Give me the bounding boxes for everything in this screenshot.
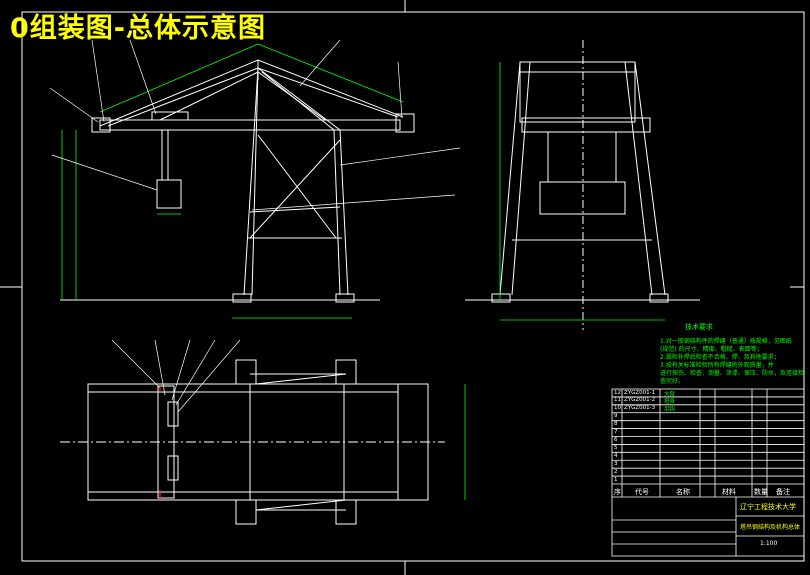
plan-leader-1 bbox=[111, 339, 161, 389]
tb-row-seq: 9 bbox=[614, 413, 618, 420]
footing-left bbox=[232, 293, 252, 303]
tb-rows bbox=[612, 396, 804, 477]
left-end-block bbox=[91, 117, 111, 133]
plan-trolley-part-2 bbox=[167, 455, 179, 481]
tb-row-code: ZYGZ001-2 bbox=[624, 397, 656, 404]
plan-view bbox=[60, 359, 445, 525]
tb-row-seq: 6 bbox=[614, 437, 618, 443]
side-view bbox=[465, 40, 700, 330]
tower-leg-right-outer bbox=[257, 67, 349, 296]
tb-header-material: 材料 bbox=[722, 488, 736, 496]
tb-row-name: 塔身 bbox=[664, 399, 676, 406]
side-dimensions bbox=[499, 62, 665, 321]
plan-leader-2 bbox=[154, 339, 166, 396]
plan-post-bl bbox=[235, 499, 257, 525]
plan-truss-top bbox=[250, 373, 347, 385]
tech-line-5: 进行探伤、检查、测量、涂漆、保压、防水，及连接检 bbox=[660, 370, 805, 377]
main-girder bbox=[99, 119, 401, 131]
side-top-frame bbox=[519, 61, 636, 123]
leader-1 bbox=[49, 87, 99, 123]
side-footing-right bbox=[649, 293, 669, 303]
tb-header-seq: 序 bbox=[614, 488, 621, 496]
tb-row-seq: 12 bbox=[614, 389, 621, 396]
plan-post-tl bbox=[235, 359, 257, 385]
tech-line-3: 2.漏检补焊后检查不合格、焊、及其他要求； bbox=[660, 354, 780, 361]
tb-row-seq: 8 bbox=[614, 421, 618, 428]
leader-7 bbox=[339, 147, 461, 166]
tower-leg-left-outer bbox=[243, 67, 259, 296]
tb-school-name: 辽宁工程技术大学 bbox=[740, 503, 796, 511]
side-leg-left-outer bbox=[499, 61, 521, 296]
tech-line-2: (规范) 的尺寸、精度、粗糙、表面等； bbox=[660, 346, 763, 353]
tb-drawing-name: 塔吊钢结构及机构总体 bbox=[740, 524, 801, 531]
plan-post-tr bbox=[335, 359, 357, 385]
tb-header-note: 备注 bbox=[776, 488, 790, 496]
tech-line-6: 查完好。 bbox=[660, 378, 685, 385]
tower-diagonal-2 bbox=[249, 139, 341, 239]
plan-truss-bottom bbox=[250, 499, 347, 511]
plan-post-br bbox=[335, 499, 357, 525]
front-view bbox=[60, 59, 415, 303]
tower-leg-right-inner bbox=[261, 71, 341, 296]
tb-row-name: 吊钩 bbox=[664, 407, 676, 414]
tb-header-name: 名称 bbox=[676, 488, 690, 496]
tb-header-code: 代号 bbox=[635, 488, 649, 496]
plan-trolley-part-1 bbox=[167, 401, 179, 427]
leader-6 bbox=[397, 61, 403, 119]
plan-leader-3 bbox=[171, 339, 191, 401]
side-leg-left-inner bbox=[511, 61, 531, 296]
dim-boom-left bbox=[99, 43, 259, 113]
tb-row-seq: 10 bbox=[614, 405, 621, 412]
tb-scale: 1:100 bbox=[760, 540, 778, 547]
tb-header-qty: 数量 bbox=[754, 488, 768, 496]
dim-boom-right bbox=[257, 43, 404, 103]
side-leg-right-outer bbox=[634, 61, 666, 296]
tech-line-1: 1.对一般钢结构件的焊缝（普通）按规格，见图纸 bbox=[660, 338, 792, 345]
trolley bbox=[151, 111, 189, 121]
page-title: 0组装图-总体示意图 bbox=[10, 13, 266, 44]
tech-requirements-heading: 技术要求 bbox=[685, 323, 713, 331]
plan-leader-5 bbox=[177, 339, 241, 413]
tb-row-seq: 4 bbox=[614, 452, 618, 459]
hook-block bbox=[156, 179, 182, 209]
footing-right bbox=[335, 293, 355, 303]
leader-8 bbox=[251, 194, 456, 211]
truss-brace-1 bbox=[159, 71, 259, 121]
side-footing-left bbox=[491, 293, 511, 303]
tech-line-4: 3.按有关标准检验所有焊缝的外观质量，并 bbox=[660, 362, 774, 369]
tb-row-name: 大臂 bbox=[664, 391, 676, 398]
leader-3 bbox=[91, 39, 105, 123]
tb-row-seq: 2 bbox=[614, 468, 618, 475]
tb-row-code: ZYGZ001-1 bbox=[624, 389, 656, 396]
plan-leader-4 bbox=[175, 339, 216, 406]
leader-5 bbox=[299, 39, 341, 87]
tower-leg-left-inner bbox=[251, 67, 259, 296]
tb-row-seq: 5 bbox=[614, 444, 618, 451]
tower-crossbeam-mid bbox=[249, 206, 341, 213]
front-dimensions bbox=[61, 43, 404, 319]
front-leaders bbox=[49, 39, 461, 211]
right-end-block bbox=[395, 113, 415, 133]
tb-row-code: ZYGZ001-3 bbox=[624, 405, 656, 412]
leader-2 bbox=[51, 154, 158, 191]
tb-row-seq: 1 bbox=[614, 476, 618, 483]
side-hook-block bbox=[539, 181, 626, 215]
tb-row-seq: 11 bbox=[614, 397, 621, 404]
tb-row-seq: 7 bbox=[614, 429, 618, 436]
boom-top-chord bbox=[99, 59, 404, 127]
title-block bbox=[611, 388, 805, 557]
tb-row-seq: 3 bbox=[614, 460, 618, 467]
side-girder bbox=[521, 117, 651, 133]
title-block-frame bbox=[611, 388, 805, 557]
leader-4 bbox=[129, 39, 157, 115]
plan-leaders bbox=[111, 339, 241, 413]
side-leg-right-inner bbox=[624, 61, 653, 296]
outer-border bbox=[21, 11, 805, 562]
